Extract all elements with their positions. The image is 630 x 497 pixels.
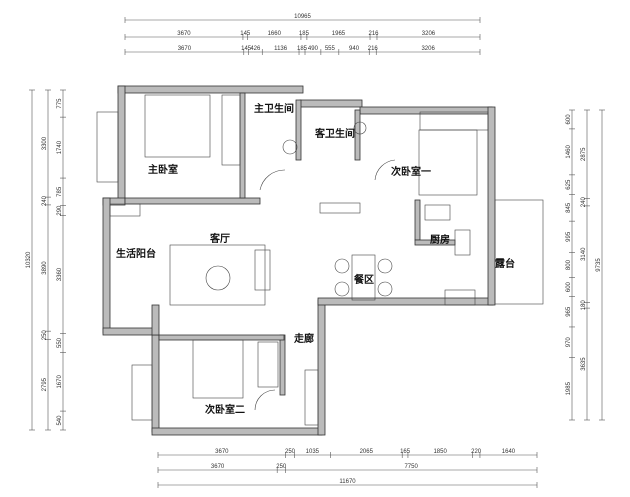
dimension-label: 3360 <box>57 267 63 281</box>
dimension-label: 185 <box>297 46 308 52</box>
room-second-bedroom-two: 次卧室二 <box>205 403 245 416</box>
dimension-label: 1670 <box>57 375 63 389</box>
dimension-label: 2065 <box>360 449 374 455</box>
dimension-label: 800 <box>566 259 572 270</box>
dimension-label: 3670 <box>215 449 229 455</box>
room-service-balcony: 生活阳台 <box>116 247 156 260</box>
dimension-label: 290 <box>57 205 63 216</box>
dimension-label: 1460 <box>566 145 572 159</box>
dimension-label: 1660 <box>268 31 282 37</box>
dimension-label: 3670 <box>178 46 192 52</box>
dimension-label: 1640 <box>502 449 516 455</box>
dimension-label: 1035 <box>306 449 320 455</box>
room-second-bedroom: 次卧室一 <box>391 165 431 178</box>
dimension-label: 240 <box>42 195 48 206</box>
dimension-label: 2875 <box>581 147 587 161</box>
dimension-label: 3300 <box>42 136 48 150</box>
dimension-label: 250 <box>285 449 296 455</box>
dimension-label: 240 <box>581 197 587 208</box>
room-guest-bath: 客卫生间 <box>314 127 355 140</box>
room-corridor: 走廊 <box>293 332 314 345</box>
dimension-label: 216 <box>368 31 379 37</box>
dimension-label: 9735 <box>596 258 602 272</box>
dimension-label: 845 <box>566 202 572 213</box>
dimension-label: 250 <box>42 330 48 341</box>
dimension-label: 3670 <box>177 31 191 37</box>
dimension-label: 625 <box>566 179 572 190</box>
dimension-label: 775 <box>57 98 63 109</box>
dimension-label: 145 <box>241 46 252 52</box>
dimension-label: 940 <box>349 46 360 52</box>
dimension-label: 1136 <box>274 46 288 52</box>
dimension-label: 1965 <box>332 31 346 37</box>
room-dining: 餐区 <box>353 273 374 286</box>
dimension-label: 3890 <box>42 261 48 275</box>
dimension-label: 2795 <box>42 377 48 391</box>
dimension-label: 165 <box>400 449 411 455</box>
dimension-label: 970 <box>566 337 572 348</box>
walls <box>102 85 496 436</box>
room-living: 客厅 <box>209 232 230 245</box>
dimension-label: 540 <box>57 415 63 426</box>
dimension-label: 3635 <box>581 357 587 371</box>
dimension-label: 11670 <box>339 479 356 485</box>
room-labels: 主卧室 主卫生间 客卫生间 次卧室一 客厅 生活阳台 餐区 厨房 露台 走廊 次… <box>116 102 515 416</box>
dimension-label: 145 <box>240 31 251 37</box>
dimension-label: 600 <box>566 281 572 292</box>
room-terrace: 露台 <box>495 257 515 270</box>
dimension-label: 426 <box>250 46 261 52</box>
dimension-label: 3140 <box>581 247 587 261</box>
dimension-label: 1740 <box>57 140 63 154</box>
dimension-label: 1850 <box>433 449 447 455</box>
dimension-label: 1985 <box>566 381 572 395</box>
dimension-label: 10965 <box>294 14 311 20</box>
dimension-label: 555 <box>325 46 336 52</box>
dimension-label: 185 <box>299 31 310 37</box>
dimension-label: 3206 <box>421 46 435 52</box>
dimension-label: 220 <box>471 449 482 455</box>
fixtures <box>96 94 544 426</box>
dimension-label: 490 <box>308 46 319 52</box>
room-kitchen: 厨房 <box>430 233 450 246</box>
dimension-label: 3206 <box>422 31 436 37</box>
dimension-label: 995 <box>566 231 572 242</box>
dimension-label: 3670 <box>211 464 225 470</box>
dimension-label: 785 <box>57 186 63 197</box>
dimension-label: 600 <box>566 114 572 125</box>
room-master-bath: 主卫生间 <box>254 102 294 115</box>
dimension-label: 250 <box>276 464 287 470</box>
dimension-label: 550 <box>57 337 63 348</box>
room-master-bedroom: 主卧室 <box>148 163 178 176</box>
dimension-label: 216 <box>368 46 379 52</box>
dimension-label: 10320 <box>26 251 32 268</box>
dimension-label: 965 <box>566 306 572 317</box>
dimension-label: 180 <box>581 300 587 311</box>
dimension-label: 7750 <box>404 464 418 470</box>
